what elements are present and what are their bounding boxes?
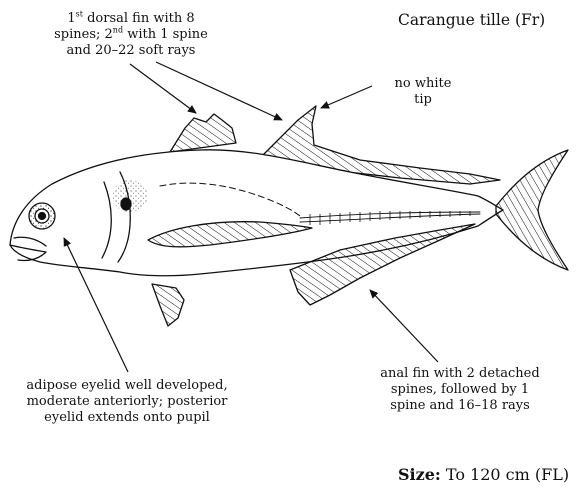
dorsal-arrow-2	[156, 62, 282, 120]
tip-arrow	[321, 86, 372, 108]
first-dorsal-fin	[170, 114, 236, 152]
dorsal-arrow-1	[130, 64, 196, 113]
pelvic-fin	[152, 284, 184, 326]
anal-arrow	[370, 290, 438, 362]
caudal-fin	[496, 150, 568, 270]
